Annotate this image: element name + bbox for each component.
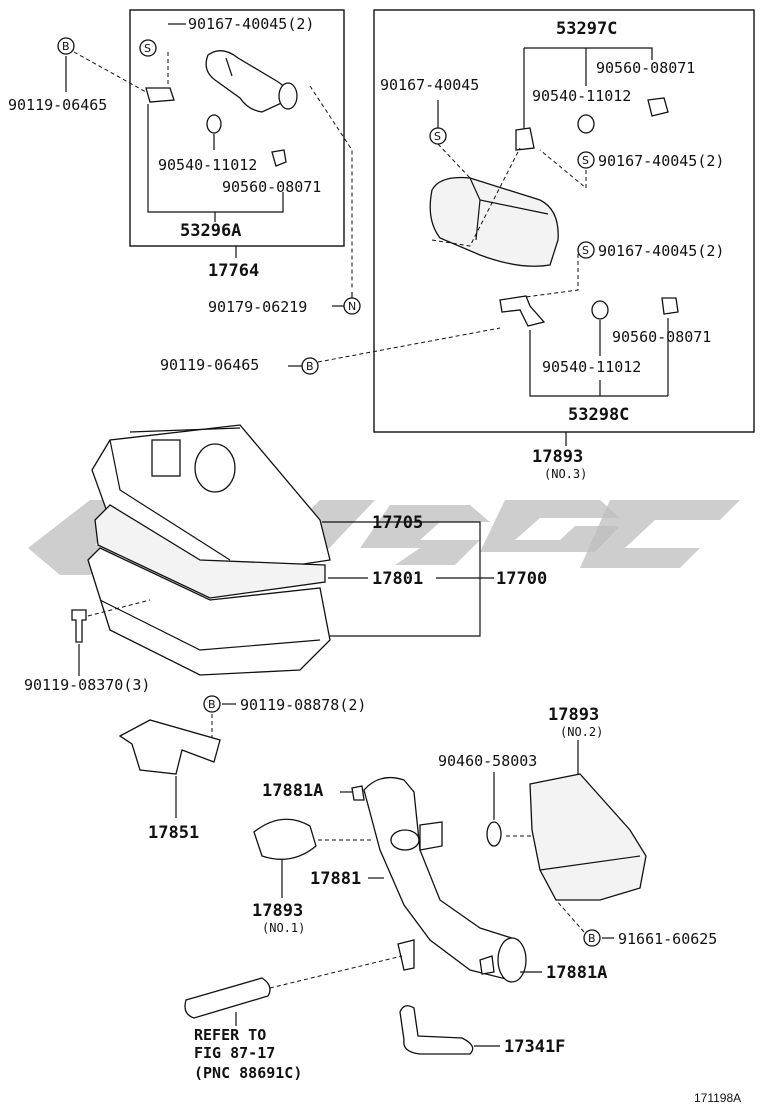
- grommet-bottom-no3: [591, 300, 609, 320]
- s-marker-r1: [577, 151, 595, 169]
- label-no3: (NO.3): [544, 467, 587, 481]
- b-marker-text-2: B: [306, 360, 314, 373]
- b-marker-17764: [57, 37, 75, 55]
- bolt-90119-08370: [71, 609, 87, 643]
- label-17705: 17705: [372, 513, 423, 533]
- label-17341F: 17341F: [504, 1037, 565, 1057]
- label-17764: 17764: [208, 261, 259, 281]
- air-cleaner-case: [87, 547, 331, 676]
- b-marker-text-4: B: [588, 932, 596, 945]
- label-90167-40045-left: 90167-40045: [380, 76, 479, 94]
- label-17881A-top: 17881A: [262, 781, 323, 801]
- label-17893-no2: 17893: [548, 705, 599, 725]
- label-90540-11012-left: 90540-11012: [158, 156, 257, 174]
- label-17851: 17851: [148, 823, 199, 843]
- s-marker-text-2: S: [434, 130, 441, 143]
- group-17893-no3-frame: [373, 9, 755, 433]
- bracket-bottom-no3: [499, 295, 546, 327]
- cushion-top-no3: [647, 97, 669, 117]
- grommet-17764: [206, 114, 222, 134]
- grommet-90460-58003: [486, 821, 502, 847]
- label-90560-08071-top: 90560-08071: [596, 59, 695, 77]
- group-17764-frame: [129, 9, 345, 247]
- label-53296A: 53296A: [180, 221, 241, 241]
- label-90179-06219: 90179-06219: [208, 298, 307, 316]
- label-17801: 17801: [372, 569, 423, 589]
- clamp-17881A-bottom: [479, 955, 495, 975]
- label-90560-08071-left: 90560-08071: [222, 178, 321, 196]
- n-marker-text: N: [348, 300, 356, 313]
- label-53298C: 53298C: [568, 405, 629, 425]
- label-90460-58003: 90460-58003: [438, 752, 537, 770]
- label-90119-06465-top: 90119-06465: [8, 96, 107, 114]
- label-no2: (NO.2): [560, 725, 603, 739]
- label-90560-08071-bottom: 90560-08071: [612, 328, 711, 346]
- label-17893-no1: 17893: [252, 901, 303, 921]
- label-91661-60625: 91661-60625: [618, 930, 717, 948]
- s-marker-r2: [577, 241, 595, 259]
- label-90119-06465-mid: 90119-06465: [160, 356, 259, 374]
- hose-reference: [184, 977, 271, 1019]
- hose-17341F: [399, 1005, 474, 1055]
- cushion-bottom-no3: [661, 297, 679, 315]
- s-marker-text-3: S: [582, 154, 589, 167]
- b-marker-bracket: [203, 695, 221, 713]
- cover-17893-no2: [529, 773, 647, 901]
- s-marker-text: S: [144, 42, 151, 55]
- label-90540-11012-bottom: 90540-11012: [542, 358, 641, 376]
- label-17881A-bottom: 17881A: [546, 963, 607, 983]
- bracket-top-no3: [515, 127, 535, 151]
- s-marker-17764: [139, 39, 157, 57]
- label-no1: (NO.1): [262, 921, 305, 935]
- cover-17893-no1: [253, 818, 317, 860]
- label-17893-no3: 17893: [532, 447, 583, 467]
- label-53297C: 53297C: [556, 19, 617, 39]
- label-90167-40045-2-r2: 90167-40045(2): [598, 242, 724, 260]
- diagram-id: 171198A: [694, 1091, 741, 1105]
- label-90167-40045-2-r1: 90167-40045(2): [598, 152, 724, 170]
- bracket-17851: [118, 719, 221, 775]
- cover-17893-no3: [429, 176, 559, 267]
- label-90119-08370-3: 90119-08370(3): [24, 676, 150, 694]
- reference-line2: FIG 87-17: [194, 1044, 275, 1062]
- clamp-17881A-top: [351, 785, 365, 801]
- label-90167-40045-2: 90167-40045(2): [188, 15, 314, 33]
- cushion-17764: [271, 149, 287, 167]
- reference-line1: REFER TO: [194, 1026, 266, 1044]
- b-marker-text: B: [62, 40, 70, 53]
- label-17700: 17700: [496, 569, 547, 589]
- label-90540-11012-top: 90540-11012: [532, 87, 631, 105]
- air-filter-element-17801: [94, 504, 326, 599]
- grommet-top-no3: [577, 114, 595, 134]
- b-marker-screw: [583, 929, 601, 947]
- label-90119-08878-2: 90119-08878(2): [240, 696, 366, 714]
- duct-elbow-17764: [205, 50, 298, 113]
- clip-17764: [145, 87, 175, 103]
- b-marker-text-3: B: [208, 698, 216, 711]
- s-marker-text-4: S: [582, 244, 589, 257]
- label-17881: 17881: [310, 869, 361, 889]
- intake-hose-17881: [363, 776, 527, 983]
- reference-line3: (PNC 88691C): [194, 1064, 302, 1082]
